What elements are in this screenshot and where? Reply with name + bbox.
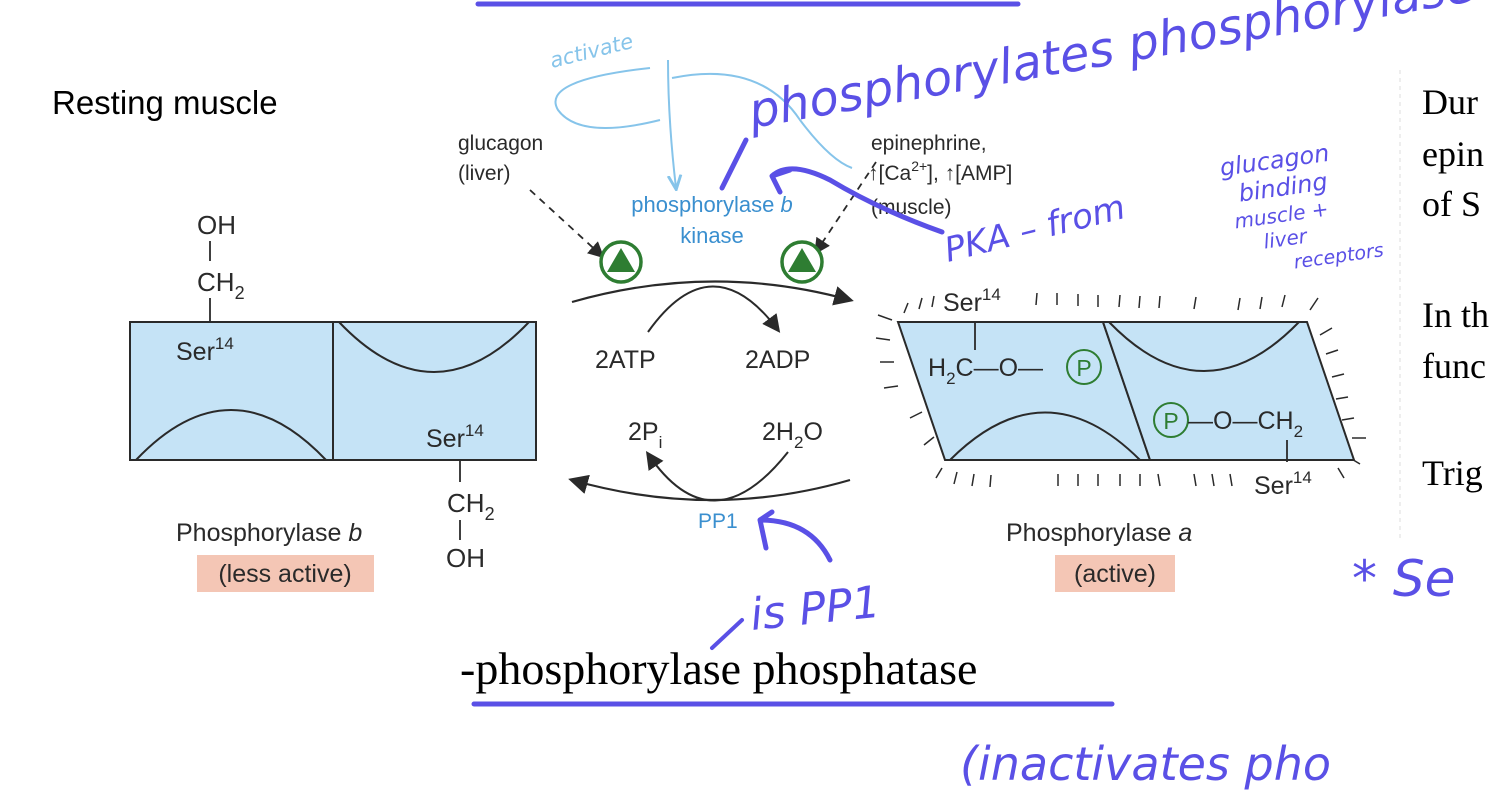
adp-label: 2ADP	[745, 346, 810, 374]
right-text-line-6: Trig	[1422, 453, 1483, 493]
inactivates-annotation: (inactivates pho	[960, 737, 1331, 791]
active-label: (active)	[1074, 560, 1156, 588]
is-pp1-annotation: is PP1	[748, 577, 883, 641]
phosphatase-label: -phosphorylase phosphatase	[460, 643, 977, 694]
is-pp1-dash	[710, 618, 744, 650]
activate-annotation: activate	[547, 29, 635, 73]
reverse-arrow	[568, 474, 851, 502]
forward-arrow	[571, 280, 854, 306]
phosphorylase-a-burst	[875, 292, 1366, 488]
phosphorylates-annotation: phosphorylates phosphorylase b	[743, 0, 1496, 140]
ch2-bottom-label: CH2	[447, 488, 495, 524]
svg-text:P: P	[1163, 408, 1178, 434]
svg-text:P: P	[1076, 355, 1091, 381]
right-text-line-3: of S	[1422, 184, 1481, 224]
kinase-symbol-right	[780, 240, 824, 284]
epinephrine-label: epinephrine,	[871, 132, 987, 155]
liver-label: (liver)	[458, 162, 511, 185]
o-ch2-label: —O—CH2	[1188, 407, 1303, 441]
atp-adp-arc	[647, 285, 781, 333]
pka-annotation: PKA – from	[941, 187, 1130, 270]
h2o-label: 2H2O	[762, 418, 823, 452]
pp1-pointer-ink	[757, 509, 833, 563]
phosphate-group-bottom: P	[1153, 402, 1189, 438]
epinephrine-dashed-arrow	[814, 161, 877, 255]
pka-arrow-ink	[769, 166, 945, 235]
panel-title: Resting muscle	[52, 84, 278, 121]
kinase-label-line1: phosphorylase b	[631, 192, 792, 217]
active-badge	[1055, 555, 1175, 592]
glucagon-binding-annotation: glucagon binding muscle + liver receptor…	[1218, 139, 1385, 274]
less-active-badge	[197, 555, 374, 592]
pp1-label: PP1	[698, 510, 738, 533]
phosphorylase-a-label: Phosphorylase a	[1006, 519, 1192, 547]
oh-bottom-label: OH	[446, 543, 485, 573]
ser14-b-top: Ser14	[176, 334, 234, 366]
right-text-line-4: In th	[1422, 295, 1489, 335]
kinase-symbol-left	[599, 240, 643, 284]
kinase-label-line2: kinase	[680, 223, 744, 248]
h2o-pi-arc	[645, 451, 789, 502]
atp-label: 2ATP	[595, 346, 656, 374]
pi-label: 2Pi	[628, 418, 662, 452]
activate-curve-left	[554, 67, 661, 129]
phosphorylase-b-dimer	[129, 321, 537, 461]
phosphorylates-stroke	[719, 137, 749, 191]
oh-top-label: OH	[197, 210, 236, 240]
phosphate-group-top: P	[1066, 349, 1102, 385]
star-note-annotation: * Se	[1352, 550, 1455, 608]
right-text-line-1: Dur	[1422, 82, 1478, 122]
right-text-line-2: epin	[1422, 134, 1484, 174]
glucagon-label: glucagon	[458, 132, 543, 155]
activate-curve-right	[671, 72, 853, 169]
ch2-top-label: CH2	[197, 267, 245, 303]
right-text-line-5: func	[1422, 346, 1486, 386]
activate-arrow-kinase	[668, 59, 676, 188]
h2c-o-label: H2C—O—	[928, 354, 1043, 388]
right-panel-bg	[1400, 70, 1496, 540]
glucagon-dashed-arrow	[529, 189, 605, 259]
less-active-label: (less active)	[218, 560, 351, 588]
svg-text:liver: liver	[1262, 224, 1310, 254]
ser14-a-top: Ser14	[943, 285, 1001, 317]
ser14-b-bottom: Ser14	[426, 421, 484, 453]
ser14-a-bottom: Ser14	[1254, 468, 1312, 500]
ca-amp-label: ↑[Ca2+], ↑[AMP]	[868, 158, 1012, 185]
phosphorylase-a-dimer	[896, 321, 1356, 461]
phosphorylase-b-label: Phosphorylase b	[176, 519, 362, 547]
